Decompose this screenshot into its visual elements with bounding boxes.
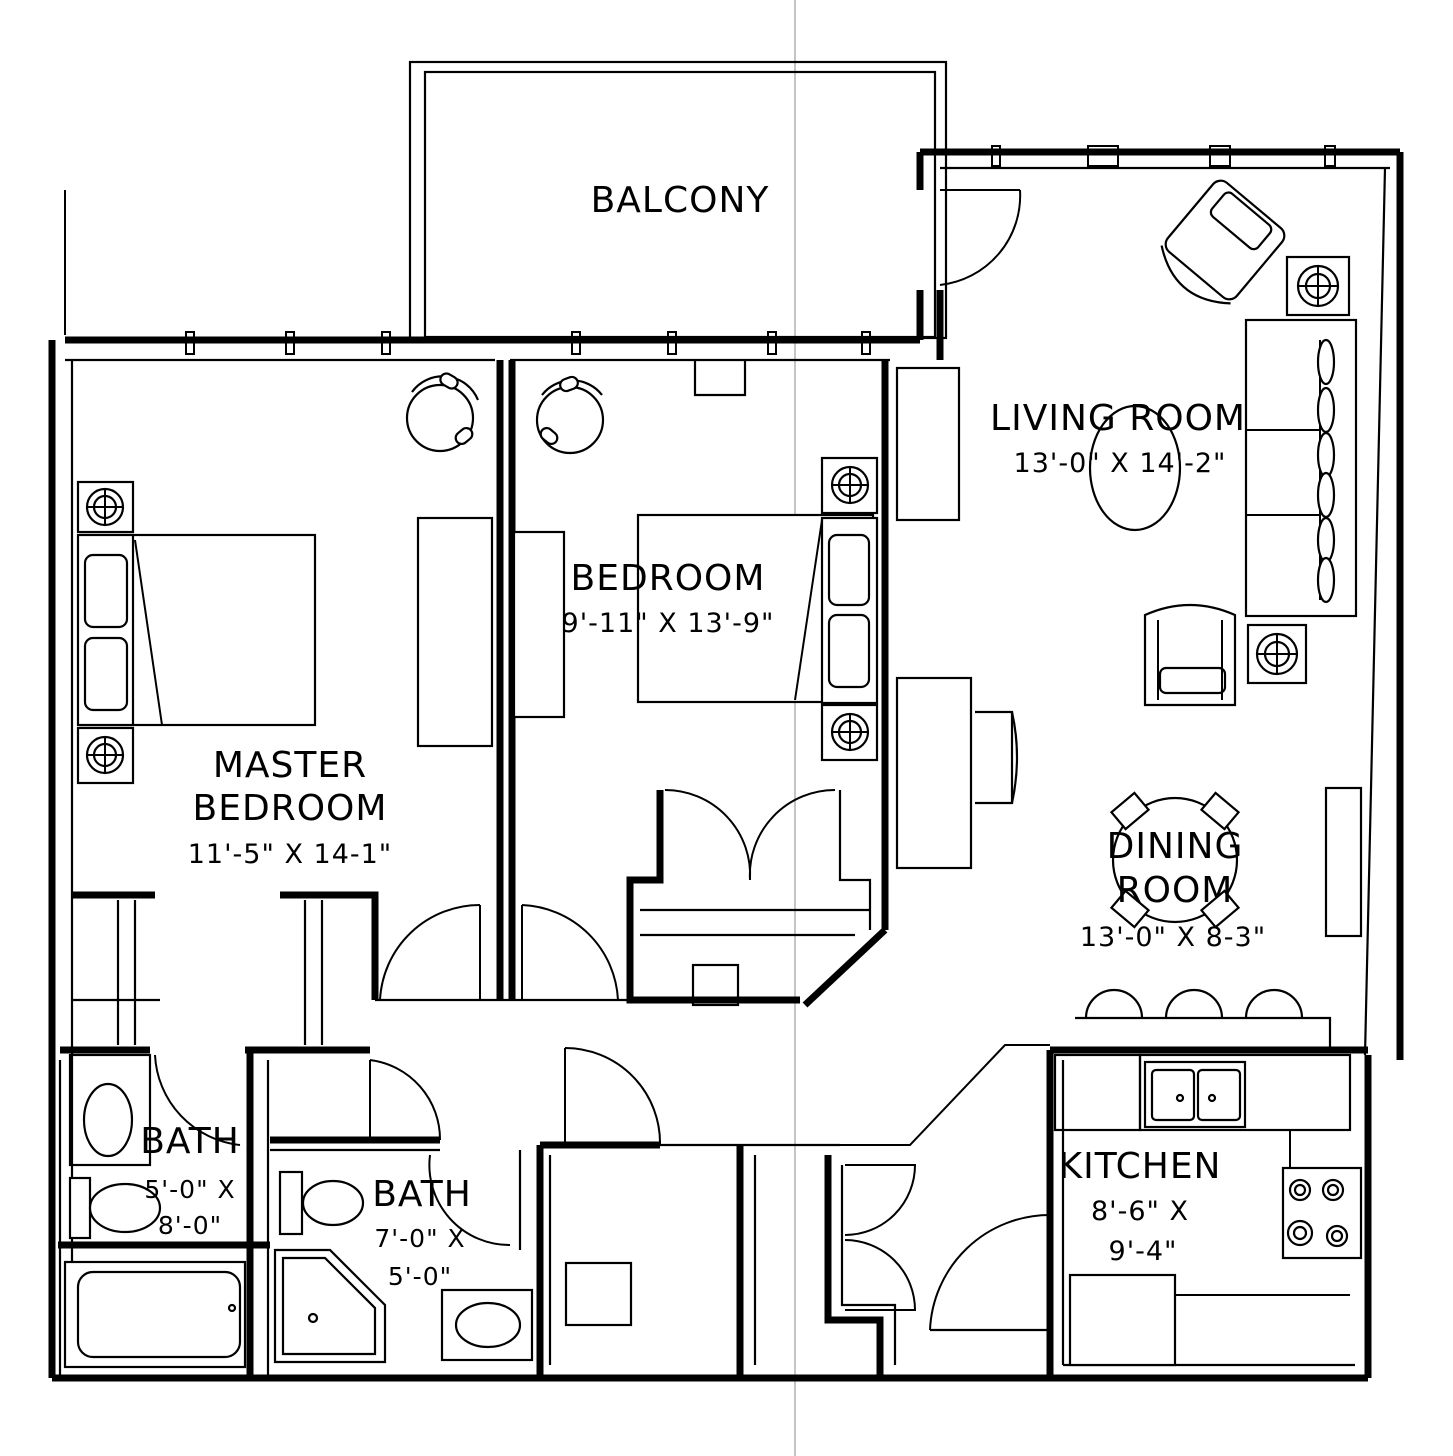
dining-room-label-line1: DINING bbox=[1107, 826, 1244, 867]
bath-size-line2: 5'-0" bbox=[388, 1262, 452, 1291]
chair-icon bbox=[535, 375, 605, 455]
sofa bbox=[1244, 318, 1358, 618]
master-bedroom-size: 11'-5" X 14-1" bbox=[188, 839, 392, 870]
master-bath-size-line1: 5'-0" X bbox=[144, 1175, 235, 1204]
kitchen-size-line2: 9'-4" bbox=[1109, 1236, 1178, 1267]
bar-stool-icon bbox=[1084, 988, 1304, 1019]
bathtub-icon bbox=[63, 1260, 247, 1369]
lamp-icon bbox=[820, 456, 879, 515]
lamp-icon bbox=[820, 703, 879, 762]
lamp-icon bbox=[1285, 255, 1351, 317]
pillow-icon bbox=[827, 533, 871, 607]
stove-icon bbox=[1281, 1166, 1363, 1260]
living-room-label: LIVING ROOM bbox=[990, 398, 1246, 439]
chair-icon bbox=[405, 372, 480, 453]
bedroom-dresser bbox=[512, 530, 566, 719]
master-bedroom-label-line2: BEDROOM bbox=[193, 788, 388, 829]
furniture bbox=[63, 179, 1363, 1369]
living-room-size: 13'-0" X 14'-2" bbox=[1014, 448, 1227, 479]
lamp-icon bbox=[1246, 623, 1308, 685]
refrigerator bbox=[1068, 1273, 1177, 1367]
kitchen-counter bbox=[1053, 1053, 1142, 1132]
dining-room-label-line2: ROOM bbox=[1117, 870, 1234, 911]
sink-icon bbox=[440, 1288, 534, 1362]
master-bedroom-label-line1: MASTER bbox=[213, 745, 367, 786]
kitchen-size-line1: 8'-6" X bbox=[1091, 1196, 1189, 1227]
lamp-icon bbox=[76, 726, 135, 785]
bath-label: BATH bbox=[372, 1174, 472, 1215]
vanity bbox=[68, 1053, 152, 1167]
dining-table bbox=[1109, 791, 1241, 929]
coffee-table bbox=[1088, 404, 1182, 532]
desk-chair bbox=[975, 710, 1014, 805]
armchair-icon bbox=[1143, 603, 1237, 707]
dining-room-size: 13'-0" X 8-3" bbox=[1080, 922, 1266, 953]
kitchen-label: KITCHEN bbox=[1059, 1146, 1222, 1187]
master-dresser bbox=[416, 516, 494, 748]
pillow-icon bbox=[827, 613, 871, 689]
toilet-icon bbox=[68, 1176, 162, 1240]
toilet-icon bbox=[278, 1170, 365, 1236]
armchair-icon bbox=[1160, 179, 1286, 305]
shower-icon bbox=[273, 1248, 387, 1364]
tv-cabinet bbox=[895, 366, 961, 522]
sink-icon bbox=[82, 1082, 134, 1158]
buffet bbox=[1324, 786, 1363, 938]
desk bbox=[895, 676, 973, 870]
bath-size-line1: 7'-0" X bbox=[374, 1224, 465, 1253]
exterior-walls bbox=[48, 145, 1404, 1382]
lamp-icon bbox=[76, 480, 135, 534]
master-bath-label: BATH bbox=[140, 1121, 240, 1162]
pillow-icon bbox=[83, 636, 129, 712]
balcony-label: BALCONY bbox=[591, 180, 770, 221]
doors bbox=[154, 189, 1051, 1331]
master-bath-size-line2: 8'-0" bbox=[158, 1211, 222, 1240]
pillow-icon bbox=[83, 553, 129, 629]
bedroom-size: 9'-11" X 13'-9" bbox=[562, 608, 775, 639]
sink-icon bbox=[1143, 1060, 1247, 1129]
bedroom-label: BEDROOM bbox=[571, 558, 766, 599]
